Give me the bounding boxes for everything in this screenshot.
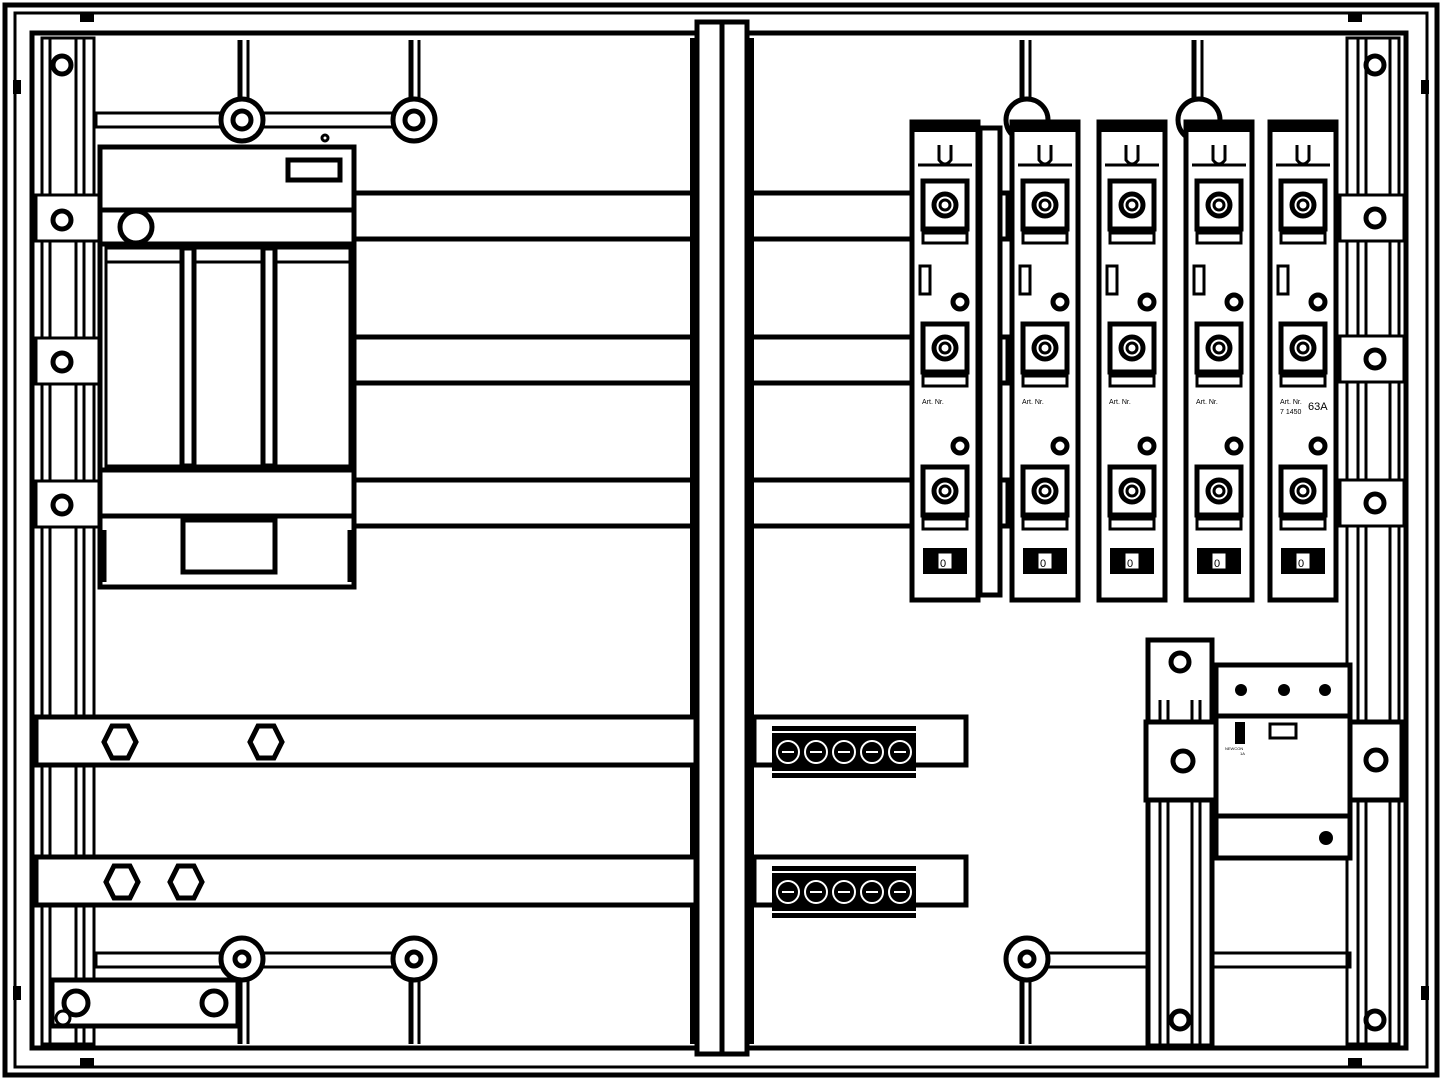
fuse-art-label: Art. Nr.: [1196, 399, 1218, 406]
fuse-strip: Art. Nr. 7 1450 63A 0: [1267, 119, 1339, 603]
fuse-art-label: Art. Nr.: [1022, 399, 1044, 406]
device-brand: NEWCON: [1225, 746, 1243, 751]
fuse-strip: Art. Nr. 0: [909, 119, 1003, 603]
fuse-strip: Art. Nr. 0: [1096, 119, 1168, 603]
hex-nut: [101, 723, 139, 761]
fuse-strip: Art. Nr. 0: [1183, 119, 1255, 603]
fuse-art-label: Art. Nr.: [1280, 399, 1302, 406]
fuse-position-indicator: 0: [1214, 558, 1220, 570]
din-rails: [347, 190, 1011, 529]
fuse-position-indicator: 0: [1040, 558, 1046, 570]
fuse-art-number: 7 1450: [1280, 409, 1302, 416]
fuse-position-indicator: 0: [1298, 558, 1304, 570]
terminal-block: [772, 726, 916, 778]
fuse-art-label: Art. Nr.: [1109, 399, 1131, 406]
bottom-crossbars: [94, 935, 1352, 1044]
fuse-strip: Art. Nr. 0: [1009, 119, 1081, 603]
hex-nut: [247, 723, 285, 761]
main-switch-device: [97, 133, 357, 590]
vertical-rail-segment: [1143, 637, 1405, 1049]
right-vertical-rail: [1338, 36, 1406, 1046]
central-divider: [690, 19, 754, 1057]
hex-nut: [167, 863, 205, 901]
terminal-block: [772, 866, 916, 918]
protection-device: NEWCON 1A: [1213, 662, 1353, 861]
hex-nut: [103, 863, 141, 901]
fuse-rating: 63A: [1308, 401, 1328, 413]
fuse-art-label: Art. Nr.: [922, 399, 944, 406]
terminal-rails: [751, 714, 969, 918]
fuse-position-indicator: 0: [1127, 558, 1133, 570]
fuse-position-indicator: 0: [940, 558, 946, 570]
busbar-rails-left: [33, 714, 699, 908]
corner-bracket: [49, 977, 241, 1029]
device-model: 1A: [1240, 751, 1245, 756]
